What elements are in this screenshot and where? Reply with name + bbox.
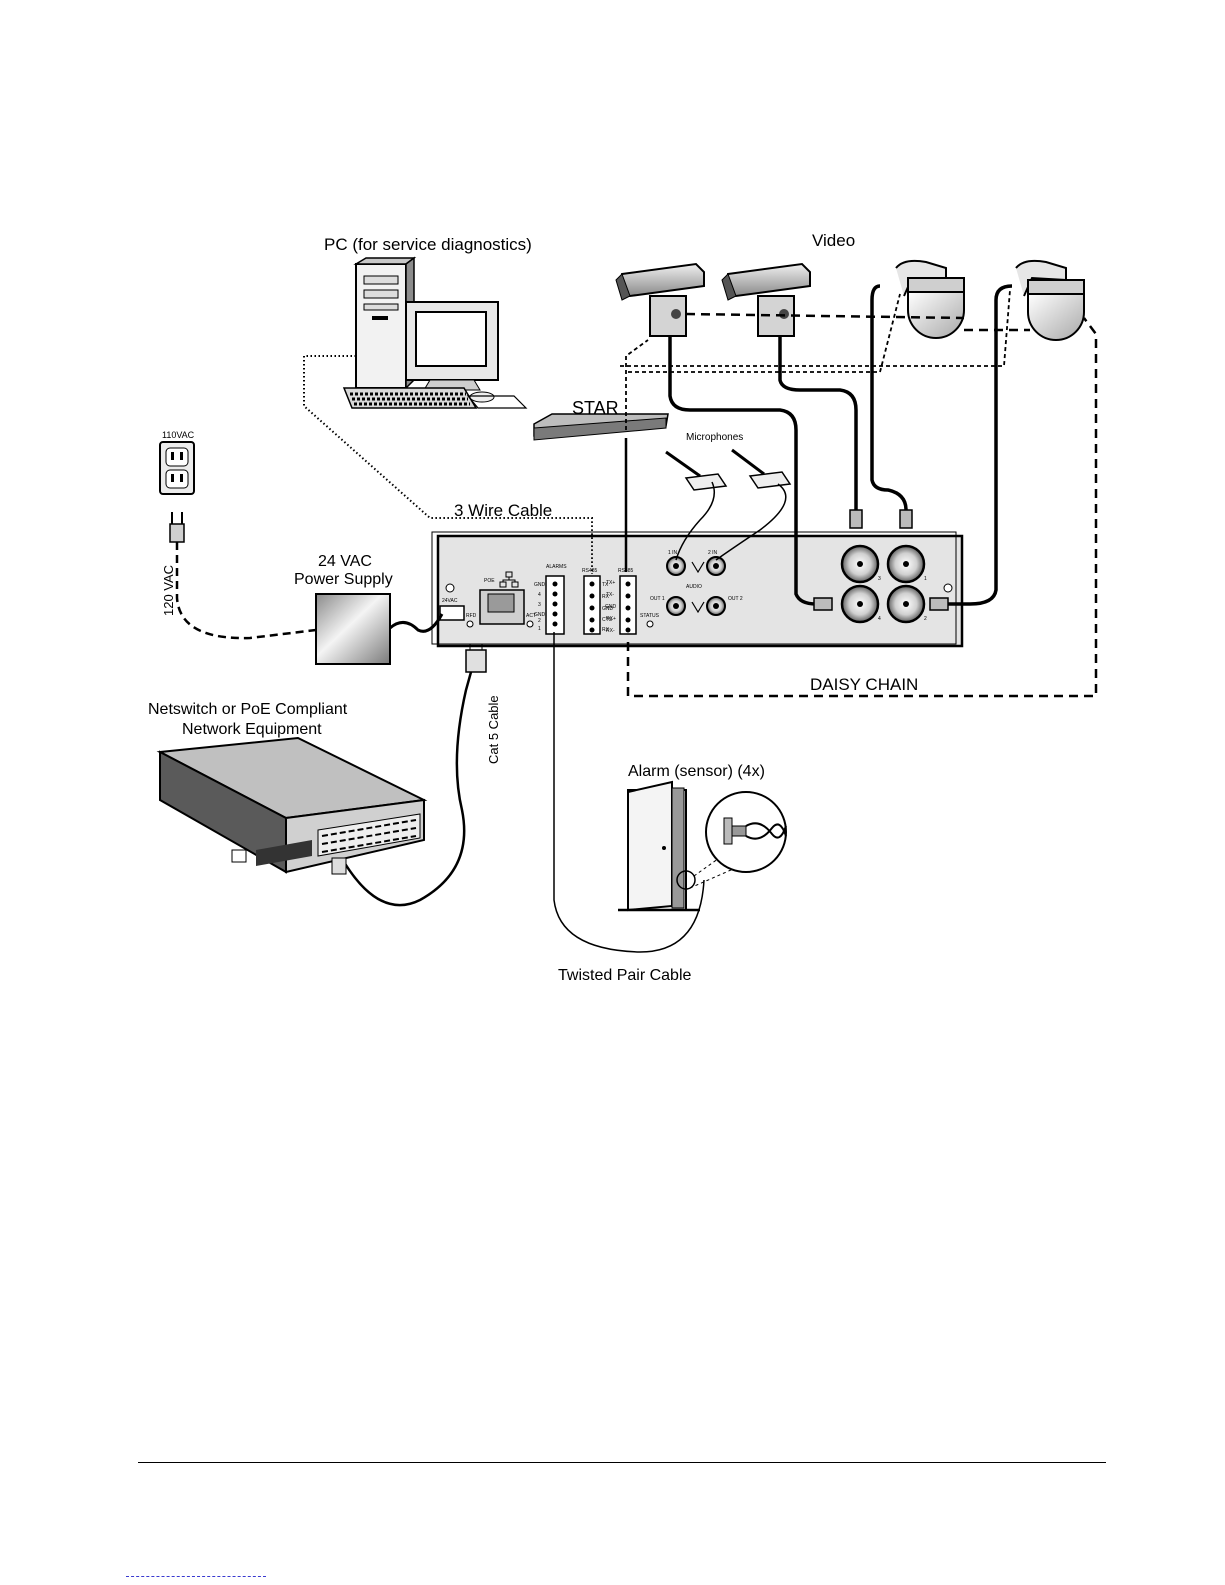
rs485-terminal-block bbox=[619, 575, 637, 635]
alarms-header: ALARMS bbox=[546, 564, 567, 570]
alarm-pin-label: 3 bbox=[538, 602, 541, 608]
psu-label-line1: 24 VAC bbox=[318, 553, 372, 570]
bnc-number: 2 bbox=[924, 616, 927, 622]
alarm-pin-label: GND bbox=[534, 582, 546, 588]
footer-rule bbox=[138, 1462, 1106, 1463]
cables bbox=[175, 284, 1098, 953]
pc-icon bbox=[342, 256, 528, 409]
power-terminal bbox=[439, 605, 465, 621]
rs-terminal-block bbox=[583, 575, 601, 635]
netswitch-label-line2: Network Equipment bbox=[182, 721, 322, 738]
rs-pin-label: RX bbox=[602, 594, 610, 600]
netswitch-label-line1: Netswitch or PoE Compliant bbox=[148, 701, 348, 718]
bnc-number: 4 bbox=[878, 616, 881, 622]
audio-jacks bbox=[666, 556, 726, 616]
rj45-plug-icon bbox=[465, 643, 487, 673]
audio-in-1-label: 1 IN bbox=[668, 550, 678, 556]
three-wire-cable-label: 3 Wire Cable bbox=[454, 501, 552, 520]
power-plug-icon bbox=[169, 512, 185, 543]
encoder-panel: 24VAC RFD POE ACT ALARMS GND 4 3 GND 2 1 bbox=[431, 531, 964, 648]
power-terminal-label: 24VAC bbox=[442, 598, 458, 604]
pc-label: PC (for service diagnostics) bbox=[324, 235, 532, 254]
rs-pin-label: TX bbox=[602, 582, 609, 588]
bnc-number: 1 bbox=[924, 576, 927, 582]
alarm-pin-label: 4 bbox=[538, 592, 541, 598]
vac120-label: 120 VAC bbox=[161, 565, 176, 616]
alarm-label: Alarm (sensor) (4x) bbox=[628, 763, 765, 780]
rfd-label: RFD bbox=[466, 613, 477, 619]
dome-camera-icon bbox=[1015, 259, 1085, 341]
audio-label: AUDIO bbox=[686, 584, 702, 590]
rs485-pin-label: RX+ bbox=[606, 616, 616, 622]
rs485-pin-label: RX- bbox=[606, 628, 615, 634]
daisy-chain-label: DAISY CHAIN bbox=[810, 675, 918, 694]
cat5-label: Cat 5 Cable bbox=[486, 695, 501, 764]
door-sensor-icon bbox=[618, 780, 787, 912]
status-label: STATUS bbox=[640, 613, 660, 619]
star-hub-icon bbox=[533, 413, 669, 441]
poe-label: POE bbox=[484, 578, 495, 584]
rs-pin-label: GND bbox=[602, 606, 614, 612]
outlet-label: 110VAC bbox=[162, 430, 195, 440]
audio-out-1-label: OUT 1 bbox=[650, 596, 665, 602]
alarm-pin-label: GND bbox=[534, 612, 546, 618]
wall-outlet-icon bbox=[159, 441, 195, 495]
video-label: Video bbox=[812, 231, 855, 250]
rs-pin-label: CTS bbox=[602, 617, 613, 623]
power-supply-icon bbox=[315, 593, 391, 665]
network-icon bbox=[499, 571, 519, 588]
alarm-pin-label: 1 bbox=[538, 626, 541, 632]
alarm-pin-labels: GND 4 3 GND 2 1 bbox=[534, 582, 546, 632]
psu-label-line2: Power Supply bbox=[294, 571, 393, 588]
alarm-pin-label: 2 bbox=[538, 618, 541, 624]
audio-icon bbox=[691, 561, 705, 614]
bnc-connectors bbox=[840, 544, 926, 624]
fixed-camera-icon bbox=[615, 262, 705, 337]
audio-out-2-label: OUT 2 bbox=[728, 596, 743, 602]
rs-pin-label: RX bbox=[602, 627, 610, 633]
network-switch-icon bbox=[156, 736, 428, 875]
rs485-pin-label: GND bbox=[605, 604, 617, 610]
rs485-pin-label: TX+ bbox=[606, 580, 615, 586]
footer-link-underline bbox=[126, 1576, 266, 1578]
coax-plug-icon bbox=[813, 509, 949, 611]
audio-in-2-label: 2 IN bbox=[708, 550, 718, 556]
dome-camera-icon bbox=[895, 259, 965, 339]
rs-header: RS485 bbox=[582, 568, 598, 574]
star-label: STAR bbox=[572, 398, 619, 418]
microphones-label: Microphones bbox=[686, 432, 743, 443]
microphone-icon bbox=[665, 450, 728, 491]
act-label: ACT bbox=[526, 613, 536, 619]
microphone-icon bbox=[731, 448, 792, 489]
rs485-pin-label: TX- bbox=[606, 592, 614, 598]
twisted-pair-label: Twisted Pair Cable bbox=[558, 967, 691, 984]
fixed-camera-icon bbox=[721, 262, 811, 337]
bnc-number: 3 bbox=[878, 576, 881, 582]
